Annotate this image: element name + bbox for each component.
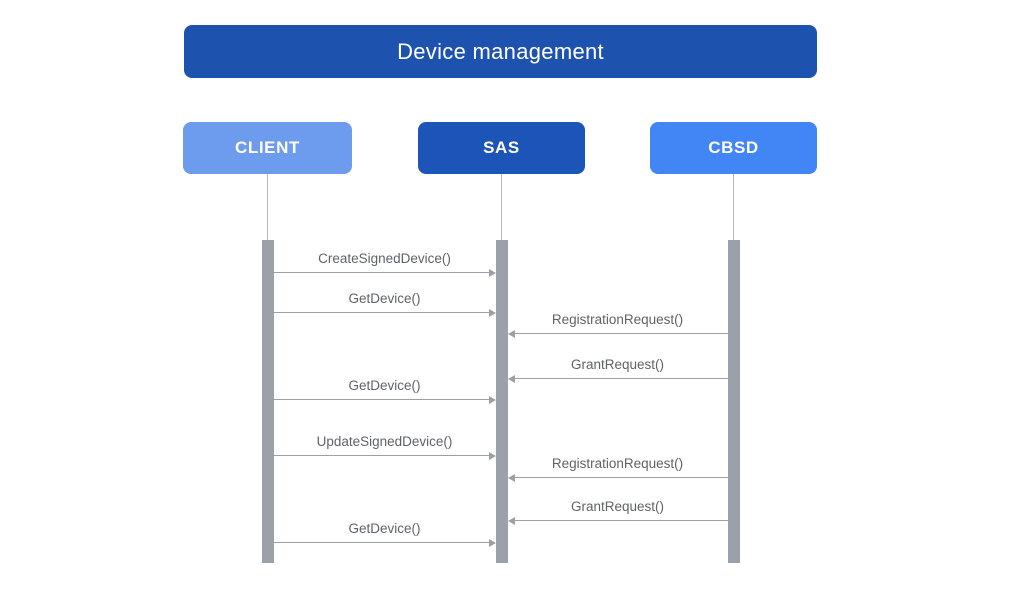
arrowhead-icon — [507, 473, 515, 482]
diagram-title: Device management — [184, 25, 817, 78]
activation-bar-client — [261, 240, 274, 563]
arrowhead-icon — [488, 308, 496, 317]
actor-client: CLIENT — [183, 122, 352, 174]
actor-label: CLIENT — [235, 138, 300, 157]
actor-cbsd: CBSD — [650, 122, 817, 174]
message-label: RegistrationRequest() — [551, 312, 684, 327]
message-label: UpdateSignedDevice() — [316, 434, 453, 449]
message-label: GrantRequest() — [570, 357, 665, 372]
arrowhead-icon — [488, 451, 496, 460]
message-arrow-line — [273, 542, 489, 543]
actor-label: SAS — [483, 138, 520, 157]
message-arrow-line — [514, 520, 728, 521]
actor-label: CBSD — [708, 138, 759, 157]
arrowhead-icon — [507, 374, 515, 383]
message-label: RegistrationRequest() — [551, 456, 684, 471]
lifeline-sas — [501, 174, 502, 240]
message-arrow-line — [273, 312, 489, 313]
diagram-title-text: Device management — [397, 38, 604, 64]
message-label: GetDevice() — [348, 378, 421, 393]
message-label: CreateSignedDevice() — [318, 251, 451, 266]
arrowhead-icon — [488, 268, 496, 277]
lifeline-cbsd — [733, 174, 734, 240]
actor-sas: SAS — [418, 122, 585, 174]
message-arrow-line — [273, 272, 489, 273]
arrowhead-icon — [507, 516, 515, 525]
message-arrow-line — [514, 333, 728, 334]
message-arrow-line — [273, 455, 489, 456]
activation-bar-sas — [495, 240, 508, 563]
message-arrow-line — [514, 477, 728, 478]
message-arrow-line — [514, 378, 728, 379]
message-label: GrantRequest() — [570, 499, 665, 514]
arrowhead-icon — [488, 538, 496, 547]
activation-bar-cbsd — [727, 240, 740, 563]
message-arrow-line — [273, 399, 489, 400]
arrowhead-icon — [507, 329, 515, 338]
message-label: GetDevice() — [348, 521, 421, 536]
message-label: GetDevice() — [348, 291, 421, 306]
lifeline-client — [267, 174, 268, 240]
arrowhead-icon — [488, 395, 496, 404]
